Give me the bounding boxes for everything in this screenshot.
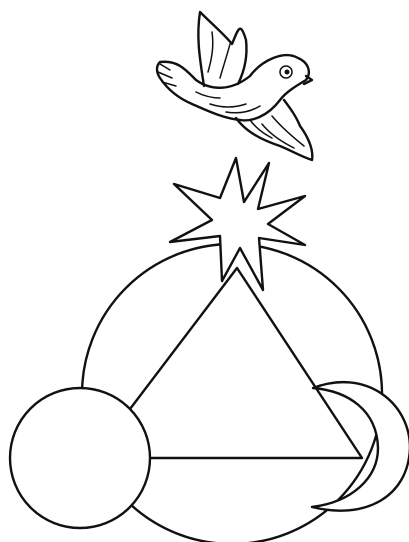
dove-icon — [157, 12, 312, 160]
triangle — [130, 268, 362, 458]
sun-disc-icon — [10, 388, 150, 528]
crescent-moon-icon — [312, 382, 409, 511]
